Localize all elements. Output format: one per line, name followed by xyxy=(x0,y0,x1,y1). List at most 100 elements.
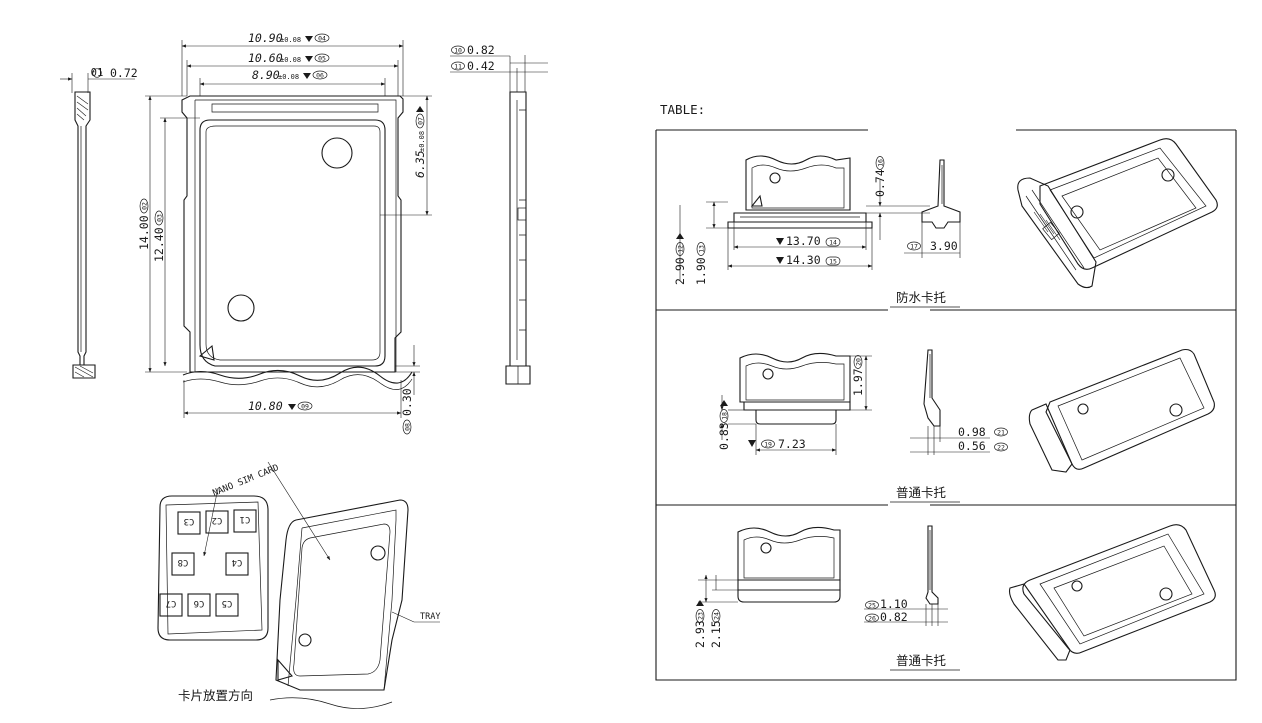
dim-11-value: 0.42 xyxy=(467,59,495,73)
dim-21: 0.98 21 xyxy=(958,425,1008,439)
dim-24-tag: 24 xyxy=(713,612,721,620)
dim-06-value: 8.90 xyxy=(252,68,280,82)
dim-03: 12.40 03 xyxy=(152,210,166,262)
dim-04: 10.90 ±0.08 04 xyxy=(248,31,330,45)
dim-04-value: 10.90 xyxy=(248,31,283,45)
row1-caption: 防水卡托 xyxy=(896,290,946,305)
contact-c2: C2 xyxy=(212,515,223,525)
dim-16-value: 0.74 xyxy=(873,169,887,197)
dim-09-value: 10.80 xyxy=(248,399,283,413)
dim-15-tag: 15 xyxy=(829,258,837,266)
dim-20-value: 1.97 xyxy=(851,368,865,396)
dim-25-tag: 25 xyxy=(868,602,876,610)
dim-12: 2.90 12 xyxy=(673,233,687,285)
dim-03-value: 12.40 xyxy=(152,227,166,262)
contact-c4: C4 xyxy=(232,557,243,567)
nano-sim-label: NANO SIM CARD xyxy=(211,463,280,499)
dim-24-value: 2.15 xyxy=(709,620,723,648)
contact-c3: C3 xyxy=(184,516,195,526)
dim-06-tag: 06 xyxy=(316,72,324,80)
dim-25: 25 1.10 xyxy=(865,597,908,611)
spec-table: TABLE: 2.90 12 xyxy=(655,102,1237,681)
sim-orientation-caption: 卡片放置方向 xyxy=(178,688,253,703)
side-view-left: 01 0.72 xyxy=(60,66,138,379)
table-title: TABLE: xyxy=(660,102,705,117)
dim-20-tag: 20 xyxy=(855,358,863,366)
dim-02: 14.00 02 xyxy=(137,198,151,250)
dim-01-value: 0.72 xyxy=(110,66,138,80)
dim-21-value: 0.98 xyxy=(958,425,986,439)
contact-c1: C1 xyxy=(240,514,251,524)
row3-caption: 普通卡托 xyxy=(896,653,946,668)
dim-05-value: 10.60 xyxy=(248,51,283,65)
dim-11: 11 0.42 xyxy=(451,59,495,73)
dim-17-tag: 17 xyxy=(910,243,918,251)
dim-15-value: 14.30 xyxy=(786,253,821,267)
dim-14-tag: 14 xyxy=(829,239,837,247)
dim-22: 0.56 22 xyxy=(958,439,1008,453)
dim-23-tag: 23 xyxy=(697,612,705,620)
tray-label: TRAY xyxy=(420,612,440,622)
contact-c7: C7 xyxy=(166,598,177,608)
dim-14: 13.70 14 xyxy=(776,234,841,248)
dim-01-tag: 01 xyxy=(91,67,104,79)
dim-09-tag: 09 xyxy=(301,403,309,411)
dim-22-tag: 22 xyxy=(997,444,1005,452)
dim-05-tag: 05 xyxy=(318,55,326,63)
dim-08: 08 0.30 xyxy=(400,388,414,435)
dim-26-tag: 26 xyxy=(868,615,876,623)
row2: 0.83 18 19 7.23 1.97 20 xyxy=(717,348,1215,503)
dim-23-value: 2.93 xyxy=(693,620,707,648)
dim-06-tol: ±0.08 xyxy=(278,73,299,81)
dim-07: 6.35 ±0.08 07 xyxy=(413,106,427,178)
dim-20: 1.97 20 xyxy=(851,355,865,396)
dim-12-tag: 12 xyxy=(677,245,685,253)
dim-13-tag: 13 xyxy=(698,245,706,253)
dim-12-value: 2.90 xyxy=(673,257,687,285)
dim-26-value: 0.82 xyxy=(880,610,908,624)
dim-18-value: 0.83 xyxy=(717,422,731,450)
dim-23: 2.93 23 xyxy=(693,600,707,648)
dim-07-tol: ±0.08 xyxy=(418,131,426,152)
dim-05-tol: ±0.08 xyxy=(280,56,301,64)
contact-c5: C5 xyxy=(222,598,233,608)
dim-03-tag: 03 xyxy=(156,214,164,222)
contact-c6: C6 xyxy=(194,598,205,608)
dim-14-value: 13.70 xyxy=(786,234,821,248)
sim-assembly: C3 C2 C1 C8 C4 C7 C6 C5 NANO SIM CARD xyxy=(157,461,440,709)
dim-10-tag: 10 xyxy=(454,47,462,55)
row1: 2.90 12 1.90 13 13.70 14 xyxy=(673,138,1218,308)
row3: 2.93 23 2.15 24 25 1.10 xyxy=(693,524,1216,671)
dim-17-value: 3.90 xyxy=(930,239,958,253)
dim-17: 17 3.90 xyxy=(907,239,958,253)
dim-04-tol: ±0.08 xyxy=(280,36,301,44)
dim-10: 10 0.82 xyxy=(451,43,495,57)
dim-22-value: 0.56 xyxy=(958,439,986,453)
dim-09: 10.80 09 xyxy=(248,399,313,413)
dim-02-tag: 02 xyxy=(141,202,149,210)
dim-26: 26 0.82 xyxy=(865,610,908,624)
contact-c8: C8 xyxy=(178,557,189,567)
dim-13-value: 1.90 xyxy=(694,257,708,285)
dim-19-tag: 19 xyxy=(764,441,772,449)
dim-07-value: 6.35 xyxy=(413,150,427,178)
dim-16: 0.74 16 xyxy=(873,156,887,197)
front-view: 10.90 ±0.08 04 10.60 ±0.08 05 8.90 ±0.08… xyxy=(137,31,432,435)
dim-19: 19 7.23 xyxy=(761,437,806,451)
dim-01: 01 0.72 xyxy=(91,66,138,80)
dim-02-value: 14.00 xyxy=(137,215,151,250)
dim-24: 2.15 24 xyxy=(709,609,723,648)
dim-11-tag: 11 xyxy=(454,63,462,71)
dim-13: 1.90 13 xyxy=(694,242,708,285)
dim-08-value: 0.30 xyxy=(400,388,414,416)
dim-16-tag: 16 xyxy=(877,159,885,167)
side-view-right: 10 0.82 11 0.42 xyxy=(450,43,548,385)
sim-contacts: C3 C2 C1 C8 C4 C7 C6 C5 xyxy=(159,509,257,617)
dim-04-tag: 04 xyxy=(318,35,326,43)
dim-07-tag: 07 xyxy=(417,117,425,125)
dim-21-tag: 21 xyxy=(997,429,1005,437)
dim-08-tag: 08 xyxy=(404,423,412,431)
dim-10-value: 0.82 xyxy=(467,43,495,57)
row2-caption: 普通卡托 xyxy=(896,485,946,500)
